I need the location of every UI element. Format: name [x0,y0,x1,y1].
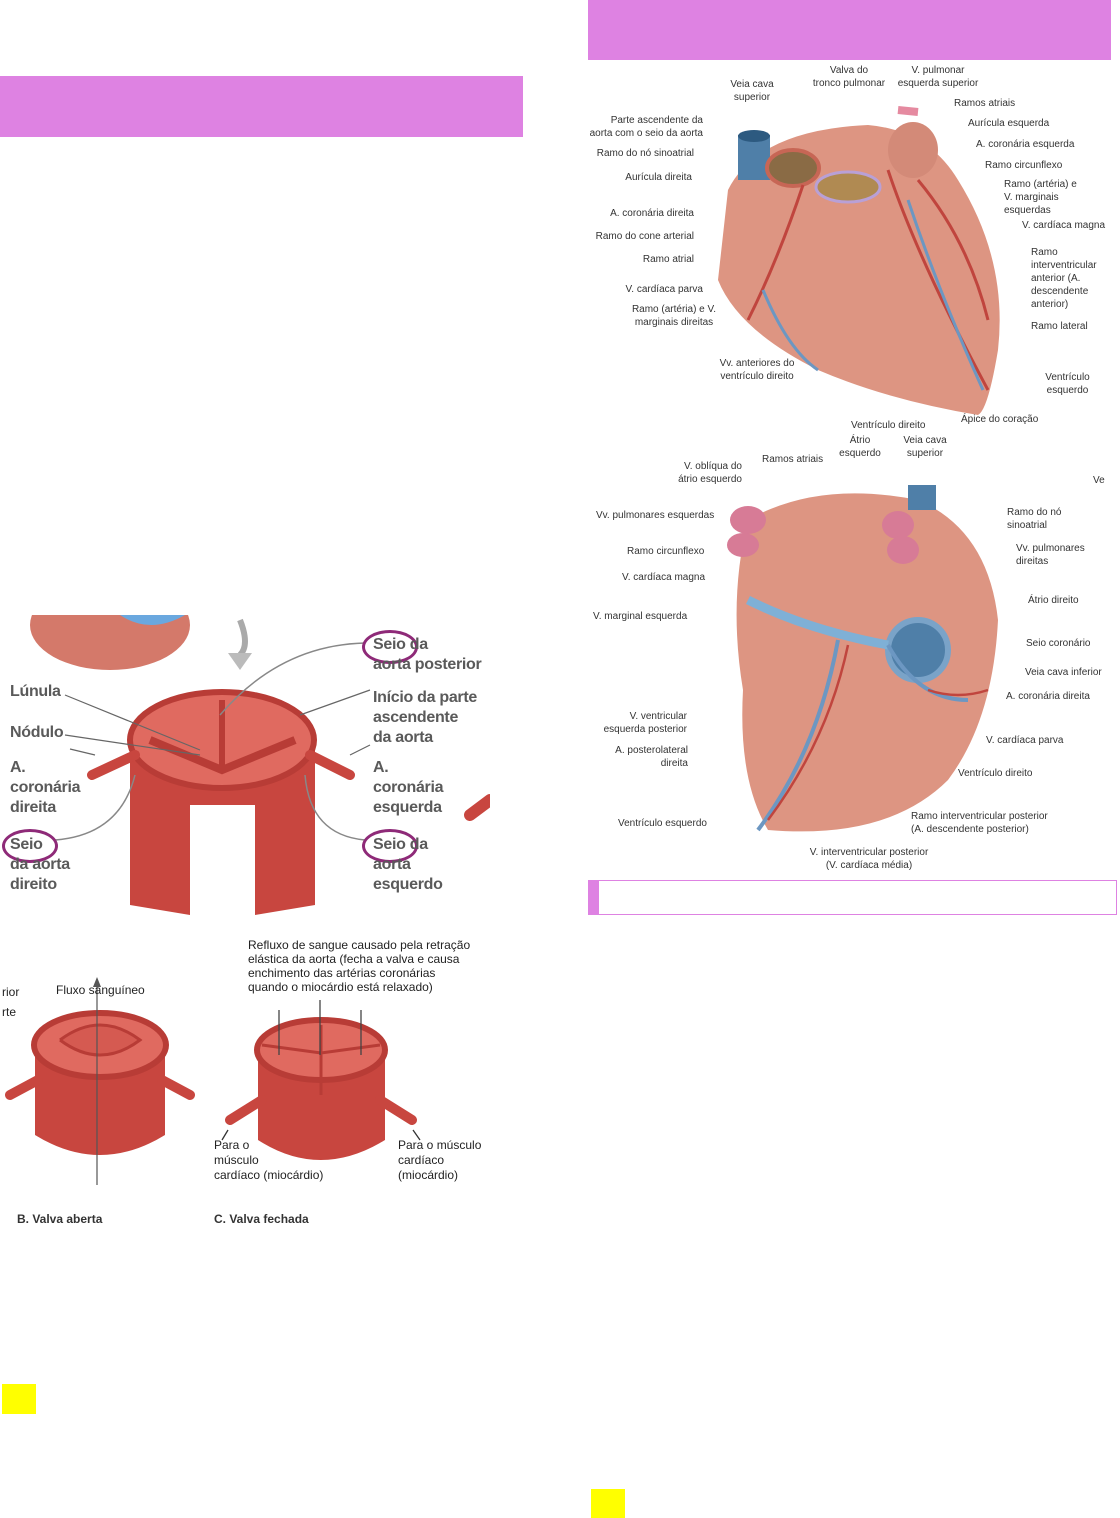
post-label-partial-ve: Ve [1093,475,1105,486]
post-label-ramo-interventricular-posterior: Ramo interventricular posterior (A. desc… [911,811,1048,835]
highlight-circle-seio-esquerdo [362,829,418,863]
post-label-atrio-direito: Átrio direito [1028,595,1079,606]
post-label-ramo-no-sinoatrial: Ramo do nó sinoatrial [1007,507,1062,531]
label-partial-cut: rior rte [2,985,20,1019]
ant-label-v-cardiaca-magna: V. cardíaca magna [1022,220,1106,231]
label-nodulo: Nódulo [10,724,64,741]
highlight-circle-seio-posterior [362,630,418,664]
ant-label-ramo-lateral: Ramo lateral [1031,321,1088,332]
right-section-header-bar [588,0,1111,60]
ant-label-ramo-atrial: Ramo atrial [642,254,694,265]
ant-label-ramo-cone-arterial: Ramo do cone arterial [595,231,694,242]
post-label-ramo-circunflexo: Ramo circunflexo [627,546,705,557]
ant-label-ramos-atriais: Ramos atriais [954,98,1016,109]
ant-label-marginais-direitas: Ramo (artéria) e V. marginais direitas [631,304,717,328]
ant-label-valva-tronco-pulmonar: Valva do tronco pulmonar [812,65,886,89]
ant-label-ramo-circunflexo: Ramo circunflexo [985,160,1063,171]
post-label-veia-cava-inferior: Veia cava inferior [1025,667,1102,678]
post-label-v-obliqua: V. oblíqua do átrio esquerdo [678,461,742,485]
post-label-atrio-esquerdo: Átrio esquerdo [839,435,881,459]
ant-label-v-pulmonar-esq-sup: V. pulmonar esquerda superior [897,65,979,89]
ant-label-ramo-interventricular-anterior: Ramo interventricular anterior (A. desce… [1031,247,1097,310]
label-seio-posterior: Seio da aorta posterior [373,636,482,673]
post-label-ventriculo-esquerdo: Ventrículo esquerdo [618,818,707,829]
label-para-musculo-right: Para o músculo cardíaco (miocárdio) [398,1138,482,1182]
ant-label-auricula-direita: Aurícula direita [625,172,692,183]
label-coronaria-esquerda: A. coronária esquerda [373,759,444,816]
post-label-v-cardiaca-magna: V. cardíaca magna [622,572,706,583]
ant-label-a-coronaria-esquerda: A. coronária esquerda [976,139,1075,150]
label-seio-direito: Seio da aorta direito [10,836,70,893]
post-label-ramos-atriais: Ramos atriais [762,454,824,465]
label-lunula: Lúnula [10,683,61,700]
post-label-a-posterolateral: A. posterolateral direita [615,745,688,769]
post-label-vv-pulmonares-esquerdas: Vv. pulmonares esquerdas [596,510,715,521]
callout-box-stripe [589,881,599,914]
ant-label-marginais-esquerdas: Ramo (artéria) e V. marginais esquerdas [1004,179,1077,216]
post-label-veia-cava-superior: Veia cava superior [903,435,947,459]
label-seio-esquerdo: Seio da aorta esquerdo [373,836,443,893]
label-para-musculo-left: Para o músculo cardíaco (miocárdio) [214,1138,324,1182]
label-inicio-aorta: Início da parte ascendente da aorta [373,689,477,746]
highlight-circle-seio-direito [2,829,58,863]
left-section-header-bar [0,76,523,137]
ant-label-vv-anteriores: Vv. anteriores do ventrículo direito [719,358,795,382]
highlight-mark-right [591,1489,625,1518]
post-label-v-cardiaca-parva: V. cardíaca parva [986,735,1064,746]
caption-valva-aberta: B. Valva aberta [17,1212,103,1226]
post-label-vv-pulmonares-direitas: Vv. pulmonares direitas [1016,543,1085,567]
aortic-valve-illustration [5,615,490,1185]
anterior-heart-illustration [718,106,1000,415]
post-label-v-marginal-esquerda: V. marginal esquerda [593,611,688,622]
ant-label-a-coronaria-direita: A. coronária direita [610,208,694,219]
post-label-v-interventricular-posterior: V. interventricular posterior (V. cardía… [809,847,929,871]
ant-label-ventriculo-direito: Ventrículo direito [851,420,926,431]
ant-label-ventriculo-esquerdo: Ventrículo esquerdo [1045,372,1090,396]
ant-label-parte-ascendente-aorta: Parte ascendente da aorta com o seio da … [589,115,703,139]
ant-label-auricula-esquerda: Aurícula esquerda [968,118,1050,129]
highlight-mark-left [2,1384,36,1414]
ant-label-v-cardiaca-parva: V. cardíaca parva [625,284,703,295]
ant-label-veia-cava-superior: Veia cava superior [730,79,774,103]
post-label-v-ventricular-esq-post: V. ventricular esquerda posterior [603,711,687,735]
posterior-heart-illustration [727,485,998,832]
ant-label-apice: Ápice do coração [961,414,1039,425]
label-fluxo-sanguineo: Fluxo sanguíneo [56,983,145,997]
post-label-ventriculo-direito: Ventrículo direito [958,768,1033,779]
aortic-valve-figure: Seio da aorta posterior Lúnula Início da… [0,615,490,1235]
label-coronaria-direita: A. coronária direita [10,759,81,816]
callout-box [588,880,1117,915]
post-label-a-coronaria-direita: A. coronária direita [1006,691,1090,702]
post-label-seio-coronario: Seio coronário [1026,638,1091,649]
ant-label-ramo-no-sinoatrial: Ramo do nó sinoatrial [596,148,694,159]
label-refluxo: Refluxo de sangue causado pela retração … [248,938,471,994]
caption-valva-fechada: C. Valva fechada [214,1212,309,1226]
